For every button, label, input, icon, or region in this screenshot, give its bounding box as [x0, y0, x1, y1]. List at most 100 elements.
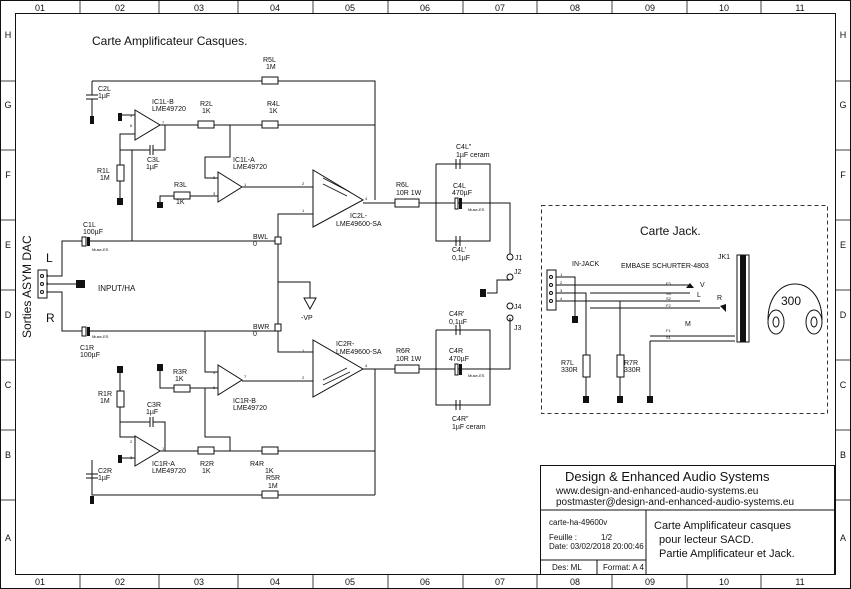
- r3r-ref: R3R: [173, 369, 187, 376]
- company-name: Design & Enhanced Audio Systems: [565, 469, 770, 484]
- ic1lb-ref: IC1L-B: [152, 99, 174, 106]
- ic1ra-ref: IC1R-A: [152, 461, 175, 468]
- ic2r-value: LME49600-SA: [336, 349, 382, 356]
- pin: 7: [244, 374, 247, 379]
- c2l-ref: C2L: [98, 86, 111, 93]
- bwl-ref: BWL: [253, 234, 268, 241]
- col-label: 04: [270, 577, 280, 587]
- r6l-value: 10R 1W: [396, 190, 422, 197]
- pin: 4: [365, 363, 368, 368]
- designer: Des: ML: [552, 563, 582, 572]
- sheet-value: 1/2: [601, 533, 613, 542]
- row-label: F: [840, 170, 846, 180]
- row-label: E: [5, 240, 11, 250]
- row-label: B: [840, 450, 846, 460]
- file-name: carte-ha-49600v: [549, 518, 607, 527]
- col-label: 03: [194, 577, 204, 587]
- row-label: H: [840, 30, 847, 40]
- row-label: C: [840, 380, 847, 390]
- col-label: 11: [795, 3, 804, 13]
- col-label: 02: [115, 577, 125, 587]
- r1l-value: 1M: [100, 175, 110, 182]
- c4l2-value: 1µF ceram: [456, 152, 490, 159]
- ic1lb-value: LME49720: [152, 106, 186, 113]
- channel-left-label: L: [46, 251, 53, 265]
- r7l-ref: R7L: [561, 360, 574, 367]
- c4r1-value: 0,1µF: [449, 319, 467, 326]
- c1l-brand: Muse-ES: [92, 247, 109, 252]
- r5r-ref: R5R: [266, 475, 280, 482]
- c1r-value: 100µF: [80, 352, 100, 359]
- c3l-value: 1µF: [146, 164, 158, 171]
- jk-letter: V: [700, 282, 705, 289]
- title-line-1: Carte Amplificateur casques: [654, 520, 791, 532]
- r3r-value: 1K: [175, 376, 184, 383]
- ic1la-value: LME49720: [233, 164, 267, 171]
- date-label: Date: 03/02/2018 20:00:46: [549, 542, 644, 551]
- headphone-icon: [767, 283, 823, 335]
- pin: 1: [302, 208, 305, 213]
- col-label: 05: [345, 3, 355, 13]
- row-label: D: [840, 310, 847, 320]
- pin: 1: [244, 182, 247, 187]
- c3l-ref: C3L: [147, 157, 160, 164]
- r2r-ref: R2R: [200, 461, 214, 468]
- c4r2-value: 1µF ceram: [452, 424, 486, 431]
- jk-pin: F3: [666, 281, 671, 286]
- col-label: 11: [795, 577, 804, 587]
- c4l-ref: C4L: [453, 183, 466, 190]
- row-label: A: [5, 533, 11, 543]
- row-label: H: [5, 30, 12, 40]
- bwl-value: 0: [253, 241, 257, 248]
- c3r-ref: C3R: [147, 402, 161, 409]
- col-label: 06: [420, 577, 430, 587]
- r3l-value: 1K: [176, 199, 185, 206]
- jack-card: Carte Jack. IN-JACK 1 2 3 4 JK1 EMBASE S…: [541, 205, 828, 414]
- pin: 1: [162, 446, 165, 451]
- c3r-value: 1µF: [146, 409, 158, 416]
- pin: 7: [162, 120, 165, 125]
- r6r-value: 10R 1W: [396, 356, 422, 363]
- row-label: G: [4, 100, 11, 110]
- ic2l-ref: IC2L-: [350, 213, 368, 220]
- r4r-value: 1K: [265, 468, 274, 475]
- c4l-brand: Muse-ES: [468, 207, 485, 212]
- c4r2-ref: C4R": [452, 416, 469, 423]
- col-label: 02: [115, 3, 125, 13]
- headphone-label: 300: [781, 294, 801, 308]
- row-label: D: [5, 310, 12, 320]
- r7r-value: 330R: [624, 367, 641, 374]
- ic2l-value: LME49600-SA: [336, 221, 382, 228]
- c4r-brand: Muse-ES: [468, 373, 485, 378]
- company-website: www.design-and-enhanced-audio-systems.eu: [555, 486, 758, 497]
- r4l-value: 1K: [269, 108, 278, 115]
- title-block: Design & Enhanced Audio Systems www.desi…: [540, 465, 835, 575]
- col-label: 04: [270, 3, 280, 13]
- sheet-label: Feuille :: [549, 533, 577, 542]
- title-line-3: Partie Amplificateur et Jack.: [659, 548, 795, 560]
- jk-letter: R: [717, 295, 722, 302]
- c4r-ref: C4R: [449, 348, 463, 355]
- pin: 5: [213, 370, 216, 375]
- right-channel: Muse-ES C1R 100µF 1 2 4 IC2R- LME49600-S…: [80, 311, 511, 504]
- jk1-ref: JK1: [718, 254, 730, 261]
- r1l-ref: R1L: [97, 168, 110, 175]
- row-label: C: [5, 380, 12, 390]
- ic2r-ref: IC2R-: [336, 341, 355, 348]
- c4l1-ref: C4L': [452, 247, 466, 254]
- jk-pin: S1: [666, 335, 672, 340]
- c1l-value: 100µF: [83, 229, 103, 236]
- company-email: postmaster@design-and-enhanced-audio-sys…: [556, 497, 794, 508]
- r1r-value: 1M: [100, 398, 110, 405]
- bandwidth-network: BWL 0 BWR 0 -VP: [253, 234, 317, 338]
- r5r-value: 1M: [268, 483, 278, 490]
- r6r-ref: R6R: [396, 348, 410, 355]
- row-label: G: [839, 100, 846, 110]
- sheet-title: Carte Amplificateur Casques.: [92, 34, 247, 48]
- jk-letter: M: [685, 321, 691, 328]
- jack-card-title: Carte Jack.: [640, 224, 701, 238]
- row-label: B: [5, 450, 11, 460]
- col-label: 10: [719, 577, 729, 587]
- r4r-ref: R4R: [250, 461, 264, 468]
